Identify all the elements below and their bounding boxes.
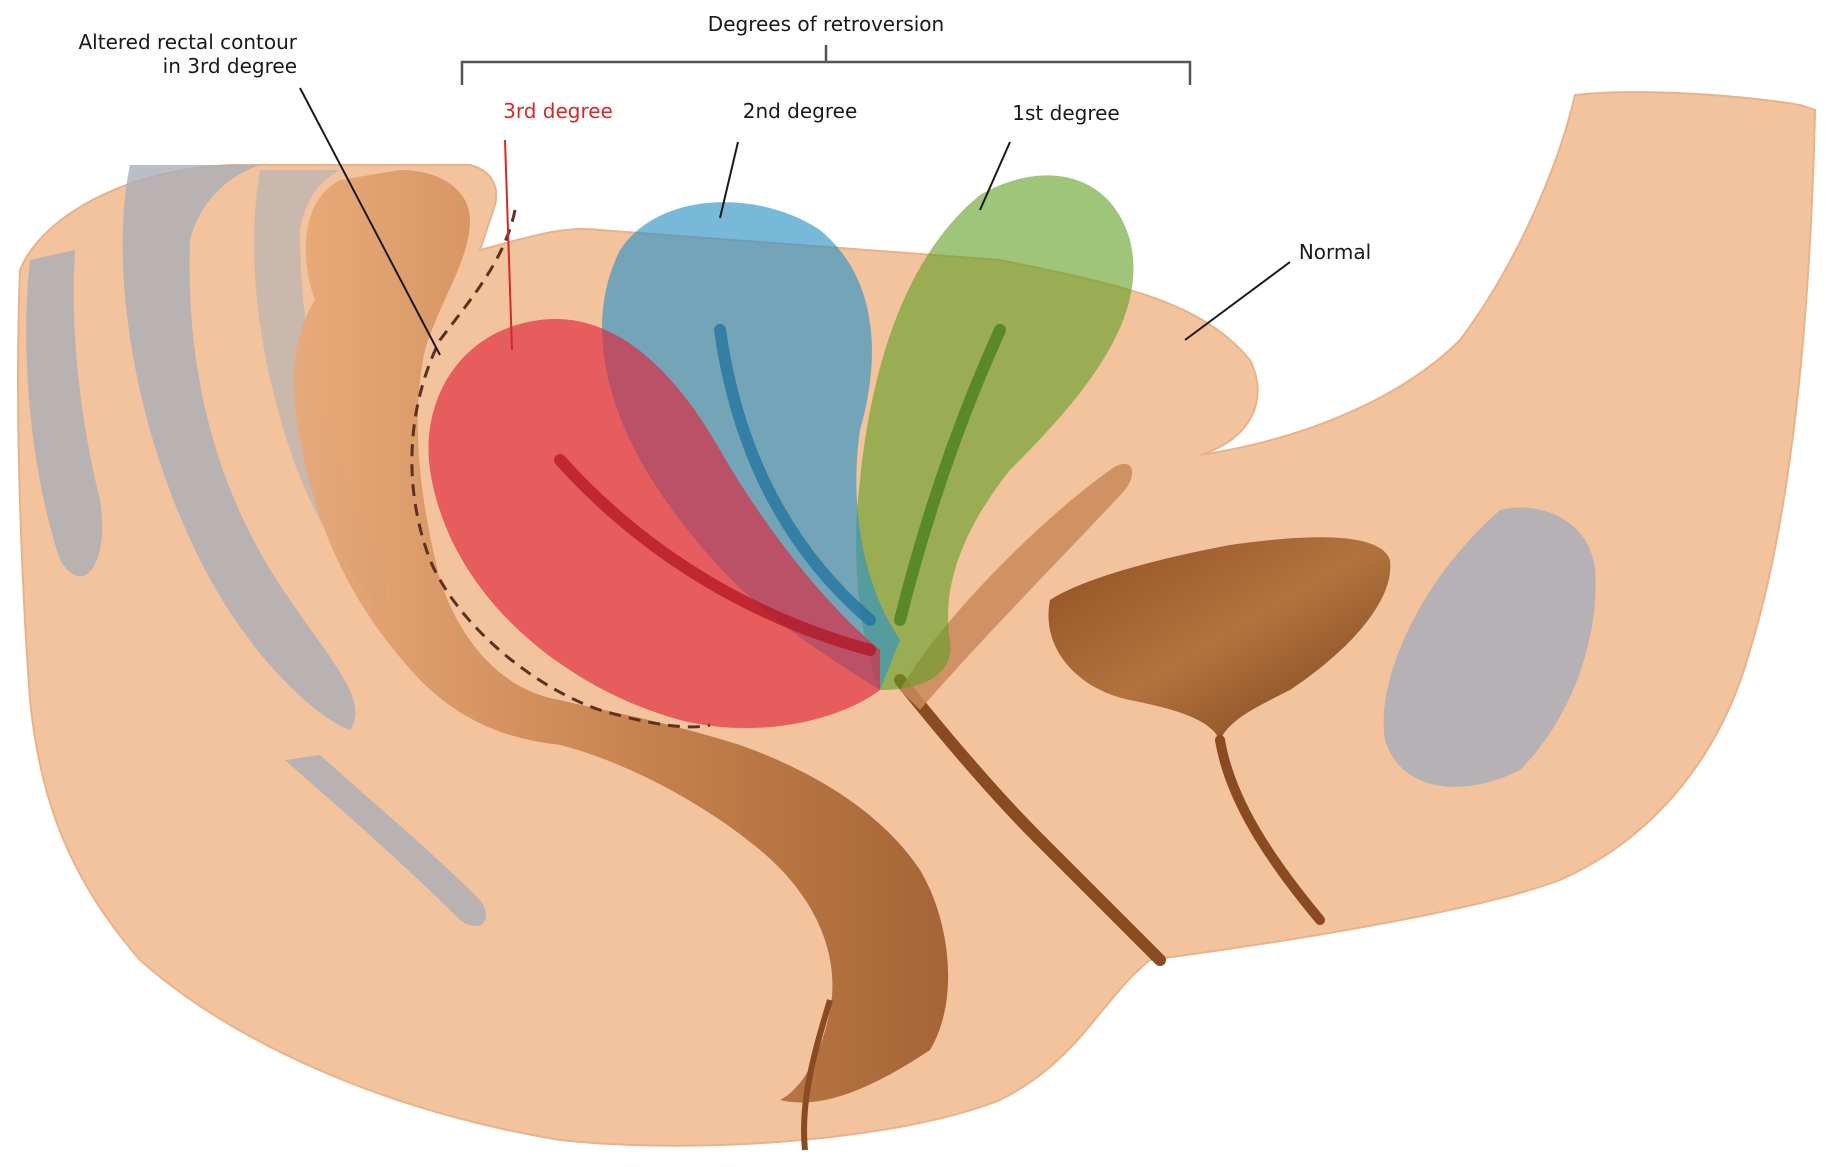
label-2nd-degree: 2nd degree	[743, 99, 858, 123]
label-rectal-contour-line2: in 3rd degree	[163, 54, 297, 78]
leader-normal	[1185, 262, 1290, 340]
retroversion-bracket	[462, 45, 1190, 85]
label-normal: Normal	[1299, 240, 1371, 264]
label-1st-degree: 1st degree	[1012, 101, 1119, 125]
label-rectal-contour-line1: Altered rectal contour	[78, 30, 297, 54]
label-degrees-of-retroversion: Degrees of retroversion	[708, 12, 944, 36]
label-3rd-degree: 3rd degree	[503, 99, 613, 123]
